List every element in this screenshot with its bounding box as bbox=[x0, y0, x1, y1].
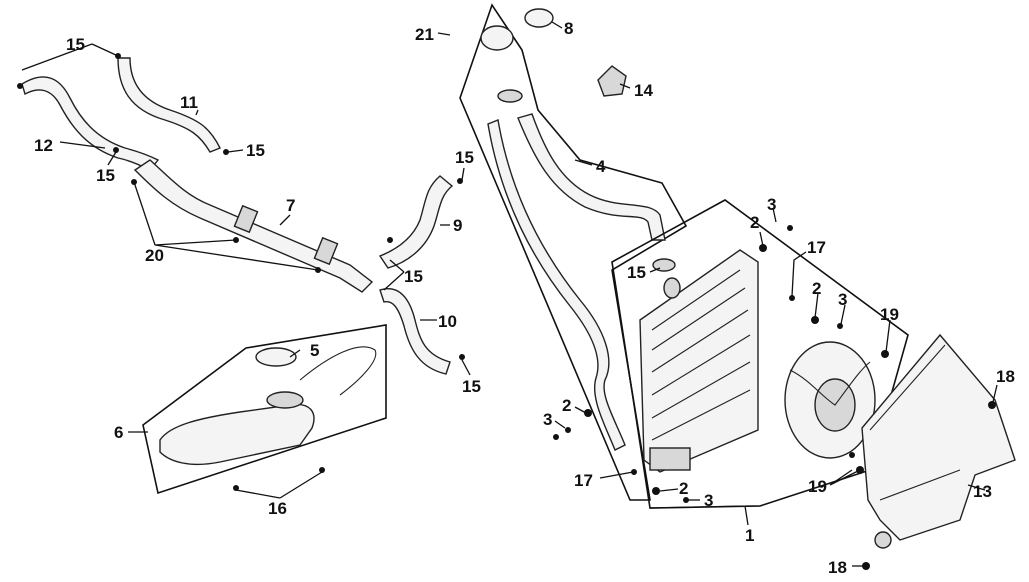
callout-15: 15 bbox=[455, 148, 474, 167]
reservoir-cap bbox=[255, 347, 297, 367]
callout-numbers: 15 11 12 15 15 7 20 15 9 15 10 15 5 6 16… bbox=[34, 19, 1015, 577]
callout-9: 9 bbox=[453, 216, 462, 235]
reservoir-outline bbox=[142, 324, 387, 495]
return-hose bbox=[487, 119, 626, 451]
radiator-fins bbox=[651, 269, 751, 441]
reservoir-tank bbox=[159, 403, 315, 466]
callout-15: 15 bbox=[462, 377, 481, 396]
pipe-7 bbox=[133, 159, 374, 293]
hose-assembly-left bbox=[17, 53, 465, 375]
radiator-inlet bbox=[663, 277, 681, 299]
shroud-edges bbox=[869, 344, 961, 501]
hose-10 bbox=[379, 288, 451, 375]
callout-2: 2 bbox=[812, 279, 821, 298]
thermostat-cover bbox=[524, 8, 554, 28]
callout-17: 17 bbox=[574, 471, 593, 490]
radiator-core bbox=[639, 249, 759, 473]
callout-19: 19 bbox=[880, 305, 899, 324]
callout-3: 3 bbox=[838, 290, 847, 309]
shroud-grommet bbox=[874, 531, 892, 549]
reservoir-assembly bbox=[142, 324, 387, 495]
fan-blades bbox=[789, 361, 871, 406]
callout-15: 15 bbox=[66, 35, 85, 54]
callout-20: 20 bbox=[145, 246, 164, 265]
callout-14: 14 bbox=[634, 81, 653, 100]
callout-2: 2 bbox=[562, 396, 571, 415]
bracket-14 bbox=[597, 65, 627, 97]
callout-2: 2 bbox=[679, 479, 688, 498]
callout-17: 17 bbox=[807, 238, 826, 257]
callout-3: 3 bbox=[543, 410, 552, 429]
callout-21: 21 bbox=[415, 25, 434, 44]
hose-assembly-4 bbox=[459, 3, 688, 501]
radiator-assembly bbox=[553, 199, 1016, 570]
callout-18: 18 bbox=[996, 367, 1015, 386]
callout-3: 3 bbox=[704, 491, 713, 510]
callout-6: 6 bbox=[114, 423, 123, 442]
callout-15: 15 bbox=[96, 166, 115, 185]
callout-12: 12 bbox=[34, 136, 53, 155]
callout-2: 2 bbox=[750, 213, 759, 232]
clamp-hose-4 bbox=[497, 89, 523, 103]
callout-4: 4 bbox=[596, 157, 606, 176]
callout-5: 5 bbox=[310, 341, 319, 360]
callout-10: 10 bbox=[438, 312, 457, 331]
pipe-7-clamp-b bbox=[313, 236, 339, 266]
callout-15: 15 bbox=[627, 263, 646, 282]
callout-19: 19 bbox=[808, 477, 827, 496]
callout-13: 13 bbox=[973, 482, 992, 501]
radiator-bottom-tank bbox=[649, 447, 691, 471]
callout-7: 7 bbox=[286, 196, 295, 215]
hose-4 bbox=[517, 113, 666, 241]
callout-3: 3 bbox=[767, 195, 776, 214]
callout-18: 18 bbox=[828, 558, 847, 577]
hose-9 bbox=[378, 175, 454, 269]
callout-8: 8 bbox=[564, 19, 573, 38]
thermostat-housing bbox=[480, 25, 514, 51]
hose-11 bbox=[117, 57, 221, 153]
callout-16: 16 bbox=[268, 499, 287, 518]
pipe-7-clamp-a bbox=[233, 204, 259, 234]
reservoir-hose bbox=[299, 346, 377, 396]
reservoir-neck bbox=[266, 391, 304, 409]
callout-15: 15 bbox=[404, 267, 423, 286]
leader-lines bbox=[21, 21, 998, 567]
callout-1: 1 bbox=[745, 526, 754, 545]
callout-11: 11 bbox=[180, 93, 198, 112]
callout-15: 15 bbox=[246, 141, 265, 160]
shroud-13 bbox=[861, 333, 1016, 541]
